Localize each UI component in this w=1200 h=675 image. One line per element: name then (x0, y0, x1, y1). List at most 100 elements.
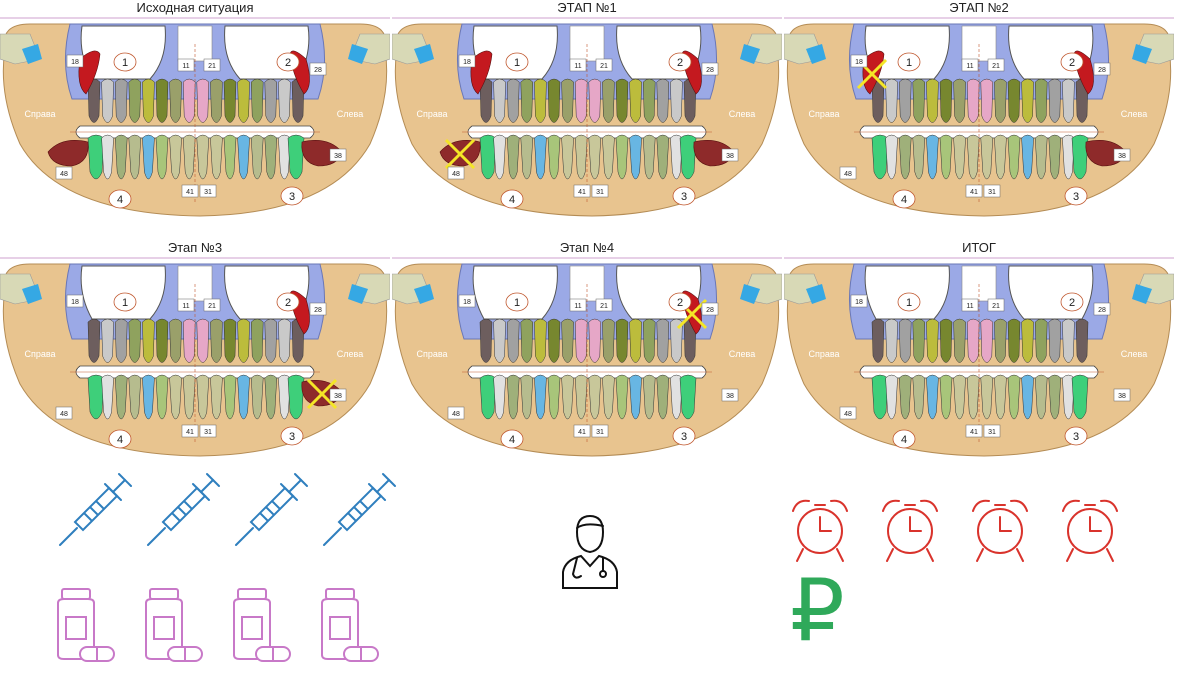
left-sinus (1008, 265, 1094, 320)
upper-tooth (966, 78, 980, 123)
lower-tooth (939, 134, 953, 180)
lower-tooth (114, 374, 128, 420)
lower-tooth (926, 134, 939, 180)
lower-tooth (169, 134, 182, 180)
ruble-icon: ₽ (790, 561, 845, 661)
upper-tooth (169, 78, 182, 123)
lower-tooth (561, 134, 574, 180)
upper-tooth (155, 78, 169, 123)
impacted-tooth-18 (78, 50, 101, 95)
upper-tooth (250, 78, 264, 123)
tooth-18-label: 18 (463, 59, 471, 66)
lower-tooth (574, 374, 588, 420)
lower-tooth (1048, 134, 1062, 180)
tooth-18-label: 18 (855, 59, 863, 66)
lower-tooth (210, 134, 223, 180)
quadrant-4-label: 4 (509, 194, 515, 206)
quadrant-4-label: 4 (901, 194, 907, 206)
lower-tooth (250, 134, 264, 180)
lower-tooth (615, 374, 629, 420)
lower-tooth (602, 374, 615, 420)
upper-tooth (885, 78, 898, 123)
upper-tooth (885, 318, 898, 363)
upper-tooth (588, 78, 602, 123)
upper-tooth (237, 318, 250, 363)
stage-title: Этап №3 (167, 240, 223, 255)
upper-tooth (1021, 78, 1034, 123)
tooth-21-label: 21 (992, 63, 1000, 70)
clock-row (785, 495, 1125, 570)
pill-bottle-icon (145, 588, 203, 662)
tooth-38-label: 38 (1118, 393, 1126, 400)
lower-tooth (994, 374, 1007, 420)
lower-tooth (1021, 134, 1034, 180)
tooth-31-label: 31 (988, 429, 996, 436)
lower-tooth (155, 374, 169, 420)
quadrant-2-label: 2 (285, 297, 291, 309)
tooth-31-label: 31 (204, 429, 212, 436)
syringe-icon (235, 473, 308, 546)
quadrant-4-label: 4 (117, 434, 123, 446)
syringe-icon (147, 473, 220, 546)
upper-tooth (871, 318, 885, 363)
side-right-label: Справа (24, 349, 55, 359)
quadrant-1-label: 1 (514, 57, 520, 69)
lower-tooth (656, 134, 670, 180)
tooth-11-label: 11 (966, 63, 973, 70)
upper-tooth (278, 318, 291, 363)
tooth-38-label: 38 (334, 393, 342, 400)
stage-title: Этап №4 (559, 240, 615, 255)
lower-tooth (114, 134, 128, 180)
quadrant-3-label: 3 (681, 191, 687, 203)
tooth-18-label: 18 (855, 299, 863, 306)
upper-tooth (534, 78, 547, 123)
lower-tooth (87, 374, 105, 420)
upper-tooth (182, 78, 196, 123)
tooth-41-label: 41 (578, 429, 586, 436)
tooth-11-label: 11 (182, 303, 189, 310)
upper-tooth (629, 318, 642, 363)
lower-tooth (1007, 374, 1021, 420)
upper-tooth (1007, 318, 1021, 363)
lower-tooth (87, 134, 105, 180)
upper-tooth (534, 318, 547, 363)
lower-tooth (588, 374, 602, 420)
upper-tooth (953, 78, 966, 123)
upper-tooth (493, 78, 506, 123)
tooth-48-label: 48 (60, 171, 68, 178)
tooth-48-label: 48 (452, 411, 460, 418)
upper-tooth (114, 78, 128, 123)
tooth-38-label: 38 (726, 393, 734, 400)
upper-tooth (223, 318, 237, 363)
lower-tooth (547, 134, 561, 180)
upper-tooth (670, 78, 683, 123)
upper-tooth (656, 78, 670, 123)
side-right-label: Справа (808, 349, 839, 359)
quadrant-3-label: 3 (1073, 191, 1079, 203)
upper-tooth (994, 318, 1007, 363)
lower-tooth (1007, 134, 1021, 180)
quadrant-1-label: 1 (906, 57, 912, 69)
upper-tooth (1034, 78, 1048, 123)
alarm-clock-icon (1062, 499, 1118, 562)
quadrant-1-label: 1 (122, 297, 128, 309)
lower-tooth (966, 134, 980, 180)
upper-tooth (1075, 318, 1089, 363)
lower-tooth (169, 374, 182, 420)
tooth-31-label: 31 (596, 189, 604, 196)
upper-tooth (210, 78, 223, 123)
tooth-11-label: 11 (182, 63, 189, 70)
upper-tooth (182, 318, 196, 363)
lower-tooth (615, 134, 629, 180)
stage-title: Исходная ситуация (136, 0, 254, 15)
upper-tooth (493, 318, 506, 363)
tooth-11-label: 11 (574, 303, 581, 310)
impacted-tooth-48 (47, 140, 89, 167)
pill-bottle-icon (57, 588, 115, 662)
lower-tooth (939, 374, 953, 420)
